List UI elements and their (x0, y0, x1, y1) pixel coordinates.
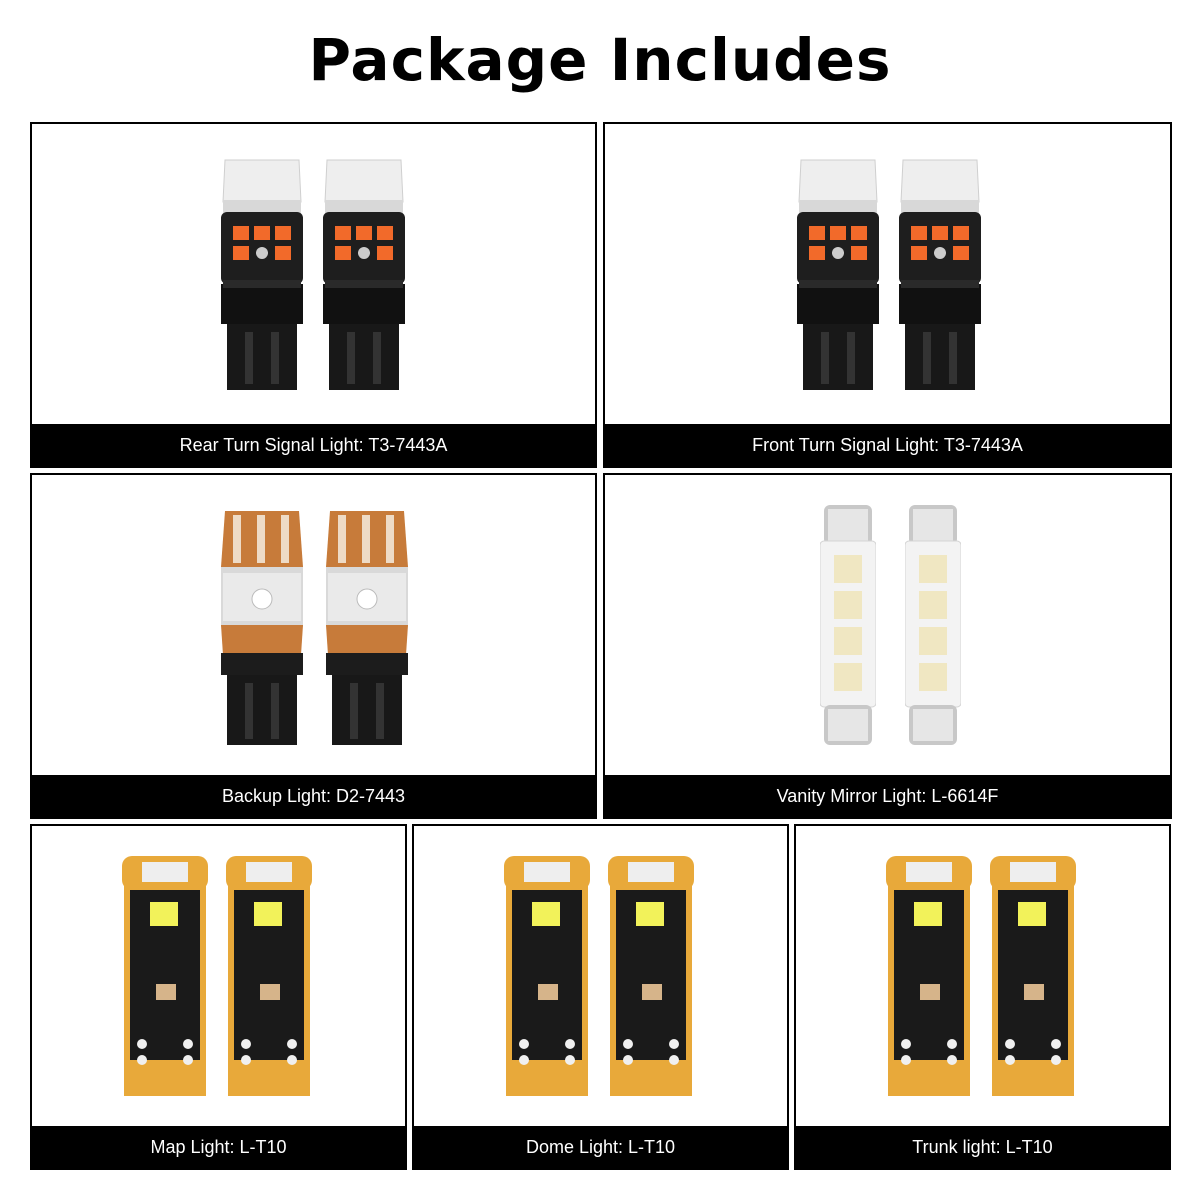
t10-bulb-icon (796, 826, 1169, 1126)
product-caption: Trunk light: L-T10 (796, 1126, 1169, 1168)
backup-bulb-icon (32, 475, 595, 775)
product-caption: Front Turn Signal Light: T3-7443A (605, 424, 1170, 466)
product-card-dome-light: Dome Light: L-T10 (412, 824, 789, 1170)
product-card-map-light: Map Light: L-T10 (30, 824, 407, 1170)
product-caption: Vanity Mirror Light: L-6614F (605, 775, 1170, 817)
product-card-vanity-mirror-light: Vanity Mirror Light: L-6614F (603, 473, 1172, 819)
product-caption: Rear Turn Signal Light: T3-7443A (32, 424, 595, 466)
product-card-trunk-light: Trunk light: L-T10 (794, 824, 1171, 1170)
product-card-backup-light: Backup Light: D2-7443 (30, 473, 597, 819)
product-caption: Dome Light: L-T10 (414, 1126, 787, 1168)
turn-signal-bulb-icon (605, 124, 1170, 424)
product-caption: Backup Light: D2-7443 (32, 775, 595, 817)
page-title: Package Includes (308, 26, 892, 94)
festoon-bulb-icon (605, 475, 1170, 775)
product-card-front-turn-signal: Front Turn Signal Light: T3-7443A (603, 122, 1172, 468)
t10-bulb-icon (32, 826, 405, 1126)
turn-signal-bulb-icon (32, 124, 595, 424)
product-caption: Map Light: L-T10 (32, 1126, 405, 1168)
product-card-rear-turn-signal: Rear Turn Signal Light: T3-7443A (30, 122, 597, 468)
t10-bulb-icon (414, 826, 787, 1126)
